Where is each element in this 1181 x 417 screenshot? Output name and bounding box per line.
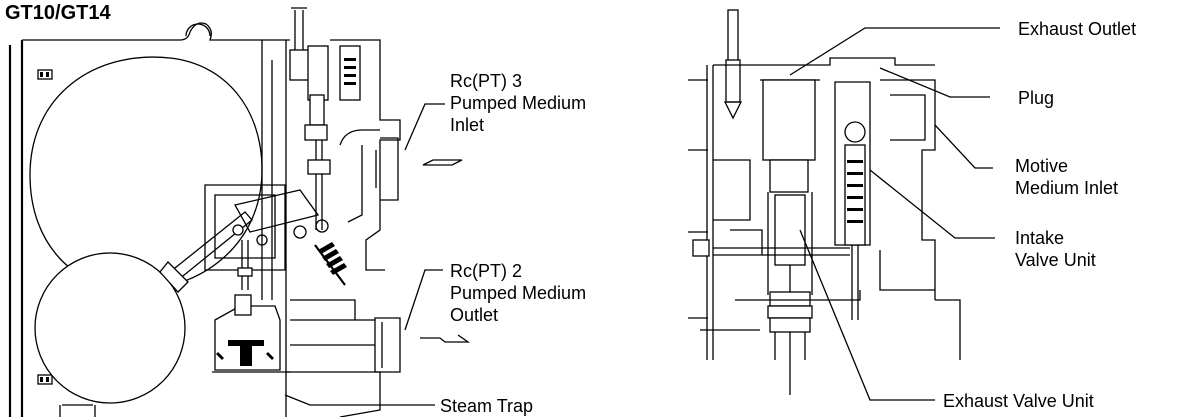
valve-closeup-right-view bbox=[688, 9, 961, 395]
leader-outlet bbox=[404, 269, 443, 331]
leader-exhaust-outlet bbox=[789, 27, 1000, 76]
leader-inlet bbox=[404, 103, 445, 151]
inlet-label: Rc(PT) 3 Pumped Medium Inlet bbox=[450, 71, 587, 135]
exhaust-valve-unit-label: Exhaust Valve Unit bbox=[943, 391, 1094, 411]
leader-steam-trap bbox=[284, 394, 435, 406]
motive-medium-inlet-label: Motive Medium Inlet bbox=[1015, 156, 1119, 198]
intake-valve-unit-label: Intake Valve Unit bbox=[1015, 228, 1096, 270]
steam-trap-assembly bbox=[212, 294, 290, 373]
diagram-title: GT10/GT14 bbox=[5, 2, 111, 24]
leader-exhaust-valve bbox=[799, 229, 935, 401]
exhaust-outlet-label: Exhaust Outlet bbox=[1018, 19, 1137, 39]
steam-trap-label: Steam Trap bbox=[440, 396, 534, 416]
leader-motive-inlet bbox=[934, 124, 993, 169]
outlet-label: Rc(PT) 2 Pumped Medium Outlet bbox=[450, 261, 587, 325]
plug-label: Plug bbox=[1018, 88, 1055, 108]
leader-intake-valve bbox=[869, 169, 995, 239]
pump-body-left-view bbox=[8, 7, 471, 417]
leader-plug bbox=[879, 67, 990, 98]
